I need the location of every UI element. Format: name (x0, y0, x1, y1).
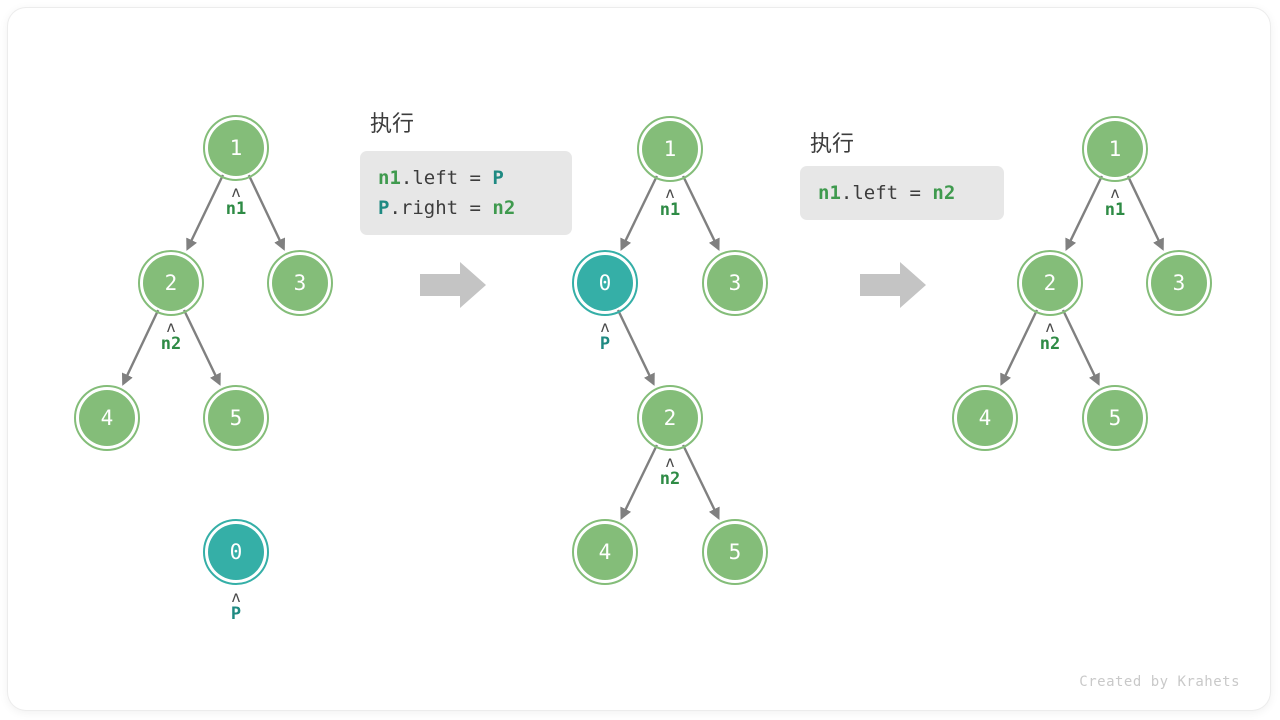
tree-node-4: 4 (74, 385, 140, 451)
caret-up-icon: ʌ (665, 453, 675, 471)
code-line: P.right = n2 (378, 193, 554, 223)
tree-node-5: 5 (702, 519, 768, 585)
tree-node-2: 2 (637, 385, 703, 451)
tree-node-4: 4 (952, 385, 1018, 451)
tree-edge (1061, 309, 1100, 386)
tree-node-5: 5 (1082, 385, 1148, 451)
node-value: 5 (1108, 405, 1122, 430)
node-value: 5 (229, 405, 243, 430)
tree-edge (182, 309, 221, 386)
code-token: n2 (492, 197, 516, 219)
pointer-name: n2 (1039, 334, 1061, 354)
tree-edge (186, 174, 225, 251)
code-token: n1 (378, 167, 401, 189)
code-token: .left = (400, 167, 493, 189)
caret-up-icon: ʌ (600, 318, 610, 336)
tree-edge (616, 309, 655, 386)
node-value: 3 (1172, 270, 1186, 295)
pointer-name: n1 (659, 200, 681, 220)
tree-node-1: 1 (1082, 116, 1148, 182)
node-value: 1 (1108, 136, 1122, 161)
tree-node-3: 3 (267, 250, 333, 316)
tree-edge (121, 309, 160, 386)
node-value: 2 (1043, 270, 1057, 295)
node-value: 2 (164, 270, 178, 295)
pointer-name: P (230, 604, 242, 624)
tree-edge (247, 174, 286, 251)
tree-node-1: 1 (637, 116, 703, 182)
node-value: 2 (663, 405, 677, 430)
tree-node-2: 2 (1017, 250, 1083, 316)
node-value: 0 (598, 270, 612, 295)
code-token: .left = (840, 182, 933, 204)
pointer-name: n1 (225, 199, 247, 219)
code-token: P (378, 197, 390, 219)
tree-edge (620, 444, 658, 520)
node-value: 5 (728, 539, 742, 564)
tree-edge (1065, 175, 1103, 251)
step-label-2: 执行 (810, 131, 855, 156)
code-token: P (492, 167, 504, 189)
pointer-name: n2 (659, 469, 681, 489)
node-value: 4 (978, 405, 992, 430)
node-value: 1 (663, 136, 677, 161)
tree-edge (682, 444, 720, 520)
right-arrow-icon (420, 262, 486, 308)
tree-edge (620, 175, 658, 251)
code-token: n2 (932, 182, 956, 204)
tree-edge (1000, 309, 1039, 386)
tree-node-5: 5 (203, 385, 269, 451)
tree-node-0: 0 (203, 519, 269, 585)
pointer-name: P (599, 334, 611, 354)
node-value: 1 (229, 135, 243, 160)
node-value: 0 (229, 539, 243, 564)
code-line: n1.left = P (378, 163, 554, 193)
caret-up-icon: ʌ (231, 183, 241, 201)
tree-node-3: 3 (1146, 250, 1212, 316)
node-value: 4 (100, 405, 114, 430)
transition-arrow-2 (860, 260, 928, 315)
watermark-credit: Created by Krahets (1079, 674, 1240, 690)
tree-edge (682, 175, 720, 251)
code-token: n1 (818, 182, 841, 204)
node-value: 4 (598, 539, 612, 564)
node-value: 3 (293, 270, 307, 295)
tree-edge (1126, 175, 1164, 251)
tree-node-1: 1 (203, 115, 269, 181)
node-value: 3 (728, 270, 742, 295)
caret-up-icon: ʌ (665, 184, 675, 202)
code-line: n1.left = n2 (818, 178, 986, 208)
tree-node-4: 4 (572, 519, 638, 585)
caret-up-icon: ʌ (231, 588, 241, 606)
pointer-name: n2 (160, 334, 182, 354)
step-label-1: 执行 (370, 111, 415, 136)
tree-node-2: 2 (138, 250, 204, 316)
code-block-2: n1.left = n2 (800, 166, 1004, 220)
transition-arrow-1 (420, 260, 488, 315)
caret-up-icon: ʌ (1045, 318, 1055, 336)
caret-up-icon: ʌ (1110, 184, 1120, 202)
code-token: .right = (389, 197, 493, 219)
right-arrow-icon (860, 262, 926, 308)
tree-edges-layer (121, 174, 1164, 520)
caret-up-icon: ʌ (166, 318, 176, 336)
tree-node-3: 3 (702, 250, 768, 316)
pointer-name: n1 (1104, 200, 1126, 220)
tree-node-0: 0 (572, 250, 638, 316)
